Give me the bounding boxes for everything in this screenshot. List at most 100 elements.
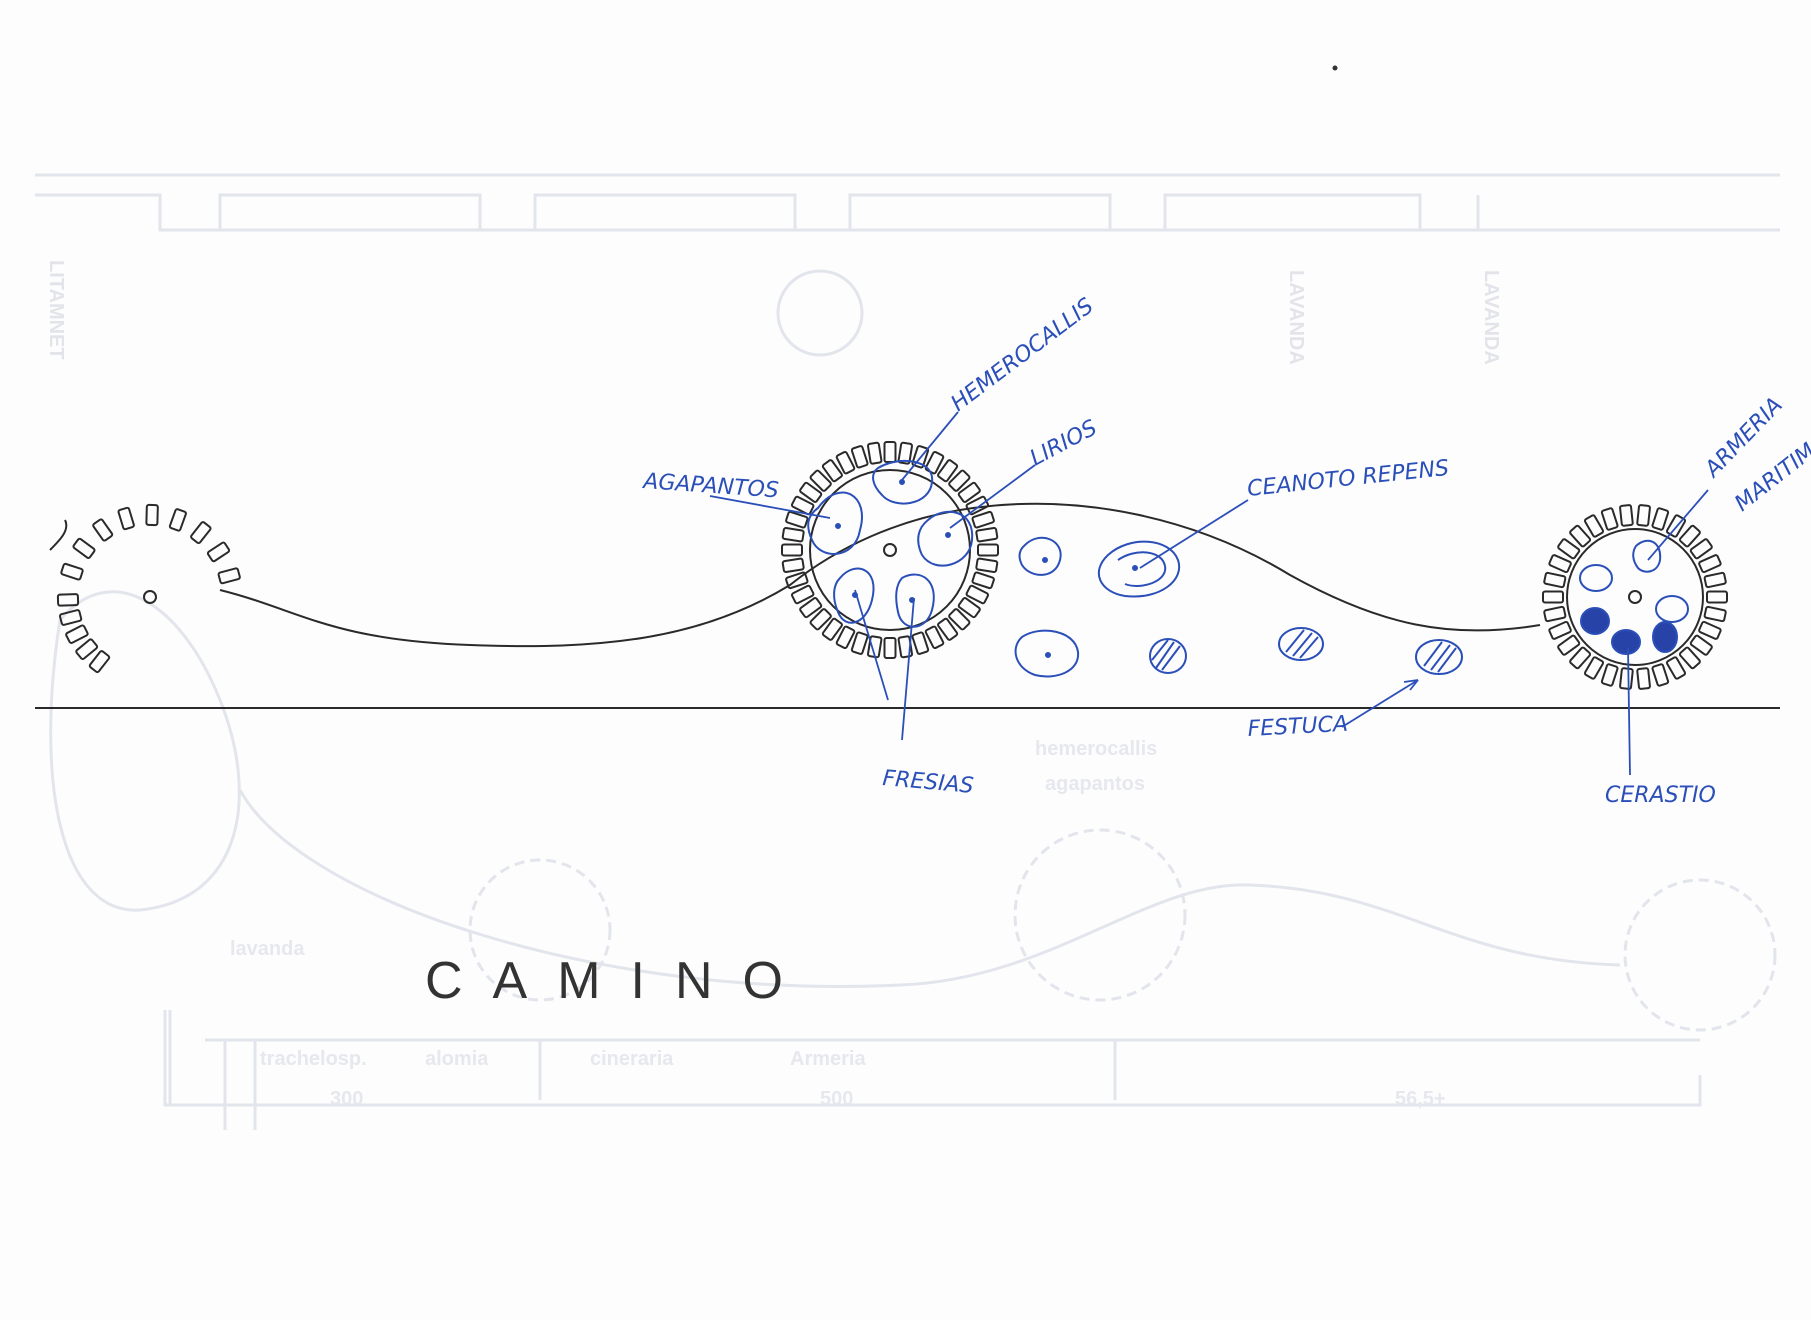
ghost-lavanda: lavanda [230,938,305,960]
bed-border-start [49,519,68,551]
right-plant-b [1655,595,1689,623]
plant-dot [1042,557,1048,563]
ghost-dim-1: 300 [330,1088,363,1110]
brick [835,625,856,650]
brick [72,537,96,559]
brick [1651,663,1670,687]
ghost-left-vertical: LITAMNET [45,260,67,360]
brick [957,597,981,619]
brick [217,567,241,585]
ghost-dim-3: 56,5+ [1395,1088,1446,1110]
ghost-left-blob [49,590,241,912]
left-center-point [143,590,157,604]
brick [117,506,135,531]
ceanoto-plant-inner [1117,551,1167,587]
ghost-agapantos: agapantos [1045,773,1145,795]
center-brick-ring [781,441,999,659]
brick [809,469,832,492]
fresias-plant-a [833,567,875,624]
brick [866,635,883,659]
brick [911,445,930,469]
brick [957,481,981,503]
brick [1636,504,1651,527]
ghost-planter-1 [218,193,482,232]
brick [1703,571,1727,589]
brick [971,510,995,529]
brick [924,625,945,650]
shrub-low [1014,629,1080,678]
ghost-circle-c [1623,878,1777,1032]
fresias-leader-b [901,597,915,741]
cerastio-plant-3 [1652,621,1678,653]
brick [1548,554,1572,574]
ghost-circle-a [468,858,612,1002]
brick [168,508,187,532]
hemerocallis-plant [872,459,934,505]
ghost-texts: LAVANDA LAVANDA LITAMNET hemerocallis ag… [45,260,1502,1110]
ghost-planter-2 [533,193,797,232]
ghost-alomia: alomia [425,1048,489,1070]
brick [145,503,159,527]
cerastio-plant-2 [1611,629,1641,655]
ink-leaders [709,411,1709,776]
brick [850,445,869,469]
plant-dot [945,532,951,538]
brick [1636,667,1651,690]
brick [1600,507,1619,531]
ink-speck [1332,65,1338,71]
brick [781,557,805,574]
brick [1678,524,1701,548]
right-ring-inner [1566,528,1704,666]
brick [1583,514,1605,538]
brick [781,526,805,543]
label-fresias: FRESIAS [881,766,974,799]
hemerocallis-leader [901,411,959,481]
bed-border-curve [219,502,1541,648]
lirios-plant [917,510,974,567]
brick [781,543,803,557]
brick [1542,590,1564,604]
brick [65,624,89,644]
brick [883,637,897,659]
ghost-dim-2: 500 [820,1088,853,1110]
brick [1619,667,1634,690]
brick [975,557,999,574]
ghost-planter-4 [1163,193,1422,232]
agapantos-leader [709,495,831,519]
brick [799,481,823,503]
brick [1698,554,1722,574]
brick [1557,538,1581,560]
ghost-circle-b [1013,828,1187,1002]
brick [937,459,959,483]
left-arc-bricks [60,503,241,585]
brick [1665,514,1687,538]
brick [1703,605,1727,623]
brick [1569,524,1592,548]
shrub-small [1018,536,1062,576]
plant-dot [835,523,841,529]
ghost-hemerocallis: hemerocallis [1035,738,1157,760]
brick [785,510,809,529]
festuca-arrowhead [1403,679,1419,691]
brick [60,562,84,581]
brick [1569,646,1592,670]
ceanoto-leader [1139,499,1249,569]
armeria-plant [1632,539,1662,573]
brick [850,631,869,655]
brick [190,521,212,545]
fresias-plant-b [895,573,935,628]
right-center-point [1628,590,1642,604]
brick [1665,656,1687,680]
brick [1706,590,1728,604]
plant-dot [1132,565,1138,571]
brick [75,638,99,660]
brick [911,631,930,655]
ghost-tree [776,269,864,357]
brick [206,541,231,563]
brick [56,593,80,607]
pencil-plan: CAMINO [35,441,1780,1010]
brick [1689,634,1713,656]
camino-label: CAMINO [425,952,813,1010]
lirios-leader [949,464,1036,529]
